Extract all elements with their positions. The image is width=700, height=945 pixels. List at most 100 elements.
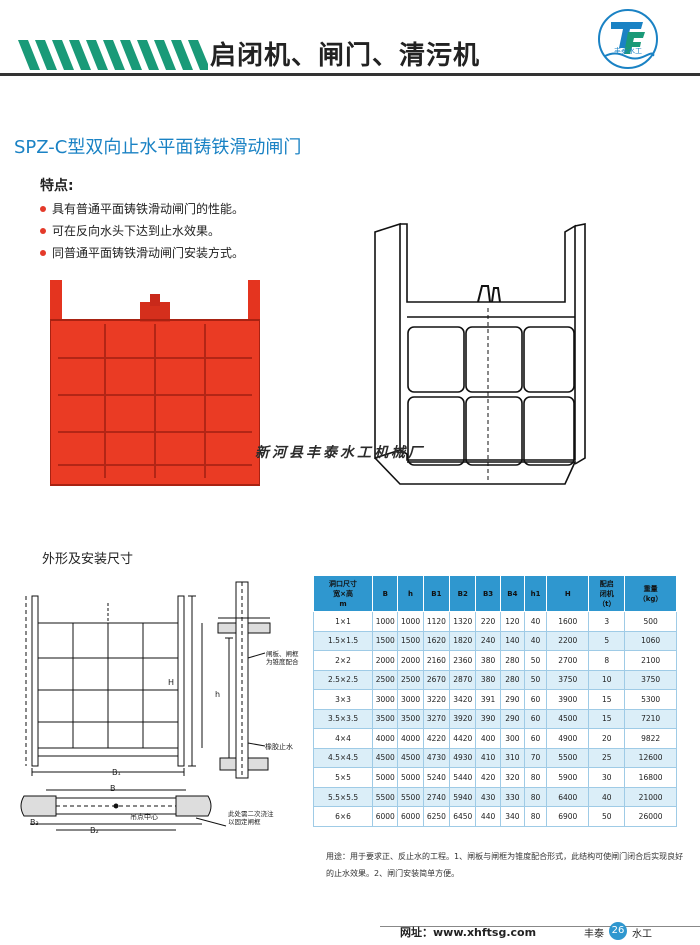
feature-item: 具有普通平面铸铁滑动闸门的性能。 (40, 198, 244, 220)
table-cell: 4420 (449, 728, 477, 749)
table-cell: 5 (588, 630, 626, 652)
table-cell: 50 (588, 806, 626, 827)
table-cell: 25 (588, 747, 626, 769)
table-cell: 30 (588, 767, 626, 788)
table-cell: 15 (588, 689, 626, 710)
table-cell: 340 (499, 806, 525, 827)
dim-label-B2: B₂ (90, 826, 99, 835)
table-cell: 2.5×2.5 (312, 669, 374, 691)
green-stripes-decoration (18, 40, 208, 70)
table-cell: 12600 (624, 747, 677, 769)
footer-brand-right: 水工 (632, 929, 652, 940)
dimensions-table: 洞口尺寸 宽×高 m B h B1 B2 B3 B4 h1 H 配启 闭机 （t… (312, 575, 677, 827)
table-cell: 1600 (546, 611, 590, 632)
table-cell: 2870 (449, 669, 477, 691)
table-cell: 2670 (422, 669, 451, 691)
table-cell: 3500 (372, 708, 399, 730)
features-heading: 特点: (40, 178, 74, 194)
header-B2: B2 (449, 575, 477, 612)
table-cell: 4000 (372, 728, 399, 749)
header-B3: B3 (475, 575, 501, 612)
table-cell: 220 (475, 611, 501, 632)
secondary-pour-note: 此处需二次浇注 以固定闸框 (228, 810, 274, 826)
table-cell: 320 (499, 767, 525, 788)
table-cell: 4500 (546, 708, 590, 730)
table-cell: 1000 (397, 611, 424, 632)
dim-label-B: B (110, 784, 116, 793)
header-hoist-capacity: 配启 闭机 （t） (588, 575, 626, 612)
table-cell: 80 (523, 806, 548, 827)
footer-brand-left: 丰泰 (584, 929, 604, 940)
table-cell: 380 (475, 650, 501, 671)
table-cell: 330 (499, 786, 525, 808)
website-url: 网址：www.xhftsg.com (400, 926, 537, 939)
table-cell: 40 (523, 611, 548, 632)
table-cell: 120 (499, 611, 525, 632)
feature-item: 可在反向水头下达到止水效果。 (40, 220, 244, 242)
table-cell: 60 (523, 689, 548, 710)
watermark-text: 新河县丰泰水工机械厂 (255, 445, 425, 461)
table-cell: 21000 (624, 786, 677, 808)
table-cell: 3920 (449, 708, 477, 730)
table-cell: 1500 (372, 630, 399, 652)
company-logo: 丰泰水工 (597, 8, 659, 70)
table-cell: 80 (523, 786, 548, 808)
table-cell: 5500 (397, 786, 424, 808)
table-header-row: 洞口尺寸 宽×高 m B h B1 B2 B3 B4 h1 H 配启 闭机 （t… (312, 575, 677, 612)
table-cell: 6250 (422, 806, 451, 827)
table-cell: 440 (475, 806, 501, 827)
header-opening-size: 洞口尺寸 宽×高 m (312, 575, 374, 612)
lift-center-label: 吊点中心 (130, 813, 158, 821)
plan-view-drawing (20, 789, 227, 831)
table-cell: 2160 (422, 650, 451, 671)
table-cell: 9822 (624, 728, 677, 749)
table-cell: 6400 (546, 786, 590, 808)
table-cell: 50 (523, 669, 548, 691)
dim-label-B3: B₃ (30, 818, 39, 827)
table-cell: 2000 (397, 650, 424, 671)
rubber-seal-label: 橡胶止水 (265, 743, 293, 751)
table-cell: 3000 (397, 689, 424, 710)
table-cell: 3500 (397, 708, 424, 730)
table-cell: 4.5×4.5 (312, 747, 374, 769)
table-cell: 4×4 (312, 728, 374, 749)
table-cell: 1.5×1.5 (312, 630, 374, 652)
table-cell: 1000 (372, 611, 399, 632)
dim-label-B1: B₁ (112, 768, 121, 777)
dim-label-H: H (168, 678, 175, 687)
table-cell: 40 (588, 786, 626, 808)
table-cell: 280 (499, 650, 525, 671)
table-cell: 20 (588, 728, 626, 749)
table-cell: 5900 (546, 767, 590, 788)
table-cell: 300 (499, 728, 525, 749)
table-cell: 1620 (422, 630, 451, 652)
logo-text: 丰泰水工 (614, 46, 642, 55)
page-number: 26 (609, 922, 627, 940)
table-cell: 5940 (449, 786, 477, 808)
table-cell: 10 (588, 669, 626, 691)
table-cell: 3.5×3.5 (312, 708, 374, 730)
table-cell: 140 (499, 630, 525, 652)
table-cell: 50 (523, 650, 548, 671)
table-cell: 3×3 (312, 689, 374, 710)
table-cell: 2360 (449, 650, 477, 671)
table-cell: 3900 (546, 689, 590, 710)
table-cell: 2×2 (312, 650, 374, 671)
table-cell: 3750 (546, 669, 590, 691)
table-cell: 4900 (546, 728, 590, 749)
table-cell: 26000 (624, 806, 677, 827)
product-title: SPZ-C型双向止水平面铸铁滑动闸门 (14, 137, 302, 158)
table-cell: 5000 (372, 767, 399, 788)
table-cell: 6000 (397, 806, 424, 827)
table-cell: 60 (523, 728, 548, 749)
page-header: 启闭机、闸门、清污机 丰泰水工 (0, 0, 700, 80)
table-cell: 3420 (449, 689, 477, 710)
